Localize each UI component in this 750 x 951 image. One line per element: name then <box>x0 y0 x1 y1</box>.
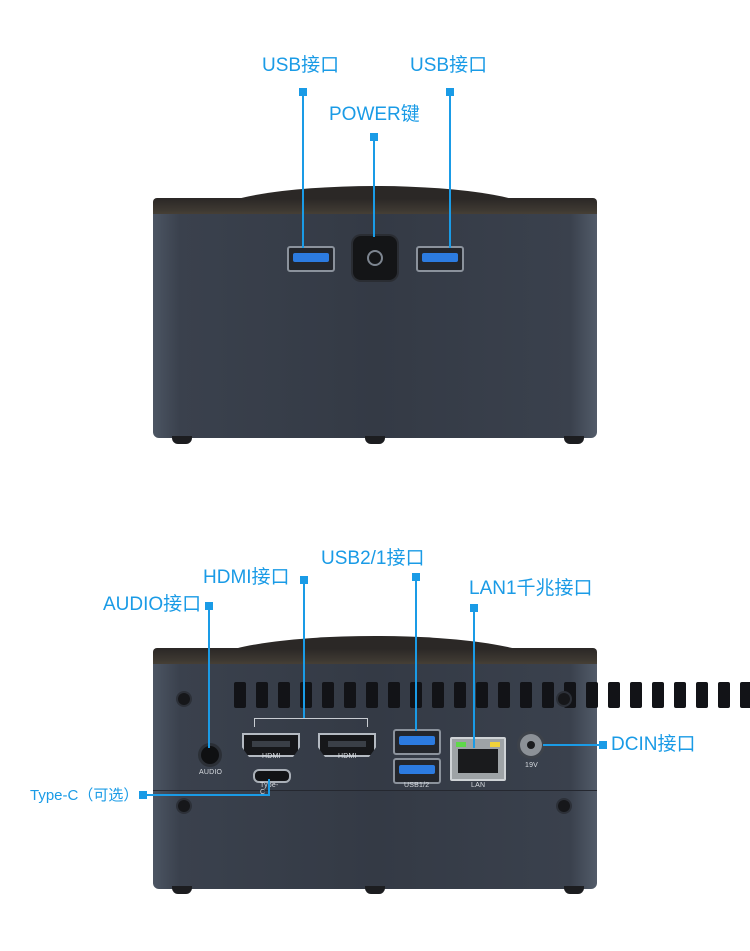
leader-line <box>415 577 417 731</box>
port-label-dc: 19V <box>525 762 539 769</box>
vent-grille <box>234 682 750 708</box>
screw <box>178 693 190 705</box>
callout-usb-right: USB接口 <box>410 55 488 76</box>
lan-led-green <box>456 742 466 747</box>
callout-hdmi: HDMI接口 <box>203 567 290 588</box>
power-button[interactable] <box>353 236 397 280</box>
back-foot-left <box>172 886 192 894</box>
front-foot-right <box>564 436 584 444</box>
front-lid <box>153 198 597 216</box>
hdmi-port-2 <box>318 733 376 757</box>
port-label-lan: LAN <box>471 782 486 789</box>
hdmi-bracket <box>254 718 368 727</box>
callout-usb21: USB2/1接口 <box>321 548 425 569</box>
back-lid <box>153 648 597 666</box>
callout-audio: AUDIO接口 <box>103 594 202 615</box>
screw <box>558 693 570 705</box>
leader-line <box>302 92 304 248</box>
leader-line <box>473 608 475 748</box>
front-usb-port-left <box>287 246 335 272</box>
typec-port <box>253 769 291 783</box>
port-label-hdmi-2: HDMI <box>338 753 357 760</box>
port-label-hdmi-1: HDMI <box>262 753 281 760</box>
port-label-usb: USB1/2 <box>404 782 430 789</box>
leader-line <box>208 606 210 748</box>
leader-line <box>449 92 451 248</box>
leader-line <box>268 779 270 796</box>
screw <box>558 800 570 812</box>
back-usb-port-2 <box>393 758 441 784</box>
back-lower-band <box>153 790 597 889</box>
leader-line <box>147 794 269 796</box>
front-usb-port-right <box>416 246 464 272</box>
callout-lan1: LAN1千兆接口 <box>469 578 593 599</box>
front-foot-mid <box>365 436 385 444</box>
callout-usb-left: USB接口 <box>262 55 340 76</box>
back-foot-right <box>564 886 584 894</box>
back-foot-mid <box>365 886 385 894</box>
port-label-audio: AUDIO <box>199 769 223 776</box>
leader-line <box>543 744 599 746</box>
lan-jack <box>458 749 498 773</box>
callout-power: POWER键 <box>329 104 420 125</box>
callout-marker <box>139 791 147 799</box>
callout-typec: Type-C（可选） <box>30 787 139 804</box>
dc-in-port <box>520 734 542 756</box>
audio-jack <box>201 746 219 764</box>
hdmi-port-1 <box>242 733 300 757</box>
leader-line <box>373 137 375 237</box>
lan-port <box>450 737 506 781</box>
back-usb-port-1 <box>393 729 441 755</box>
leader-line <box>303 580 305 718</box>
screw <box>178 800 190 812</box>
front-foot-left <box>172 436 192 444</box>
callout-marker <box>599 741 607 749</box>
callout-dcin: DCIN接口 <box>611 734 696 755</box>
lan-led-yellow <box>490 742 500 747</box>
